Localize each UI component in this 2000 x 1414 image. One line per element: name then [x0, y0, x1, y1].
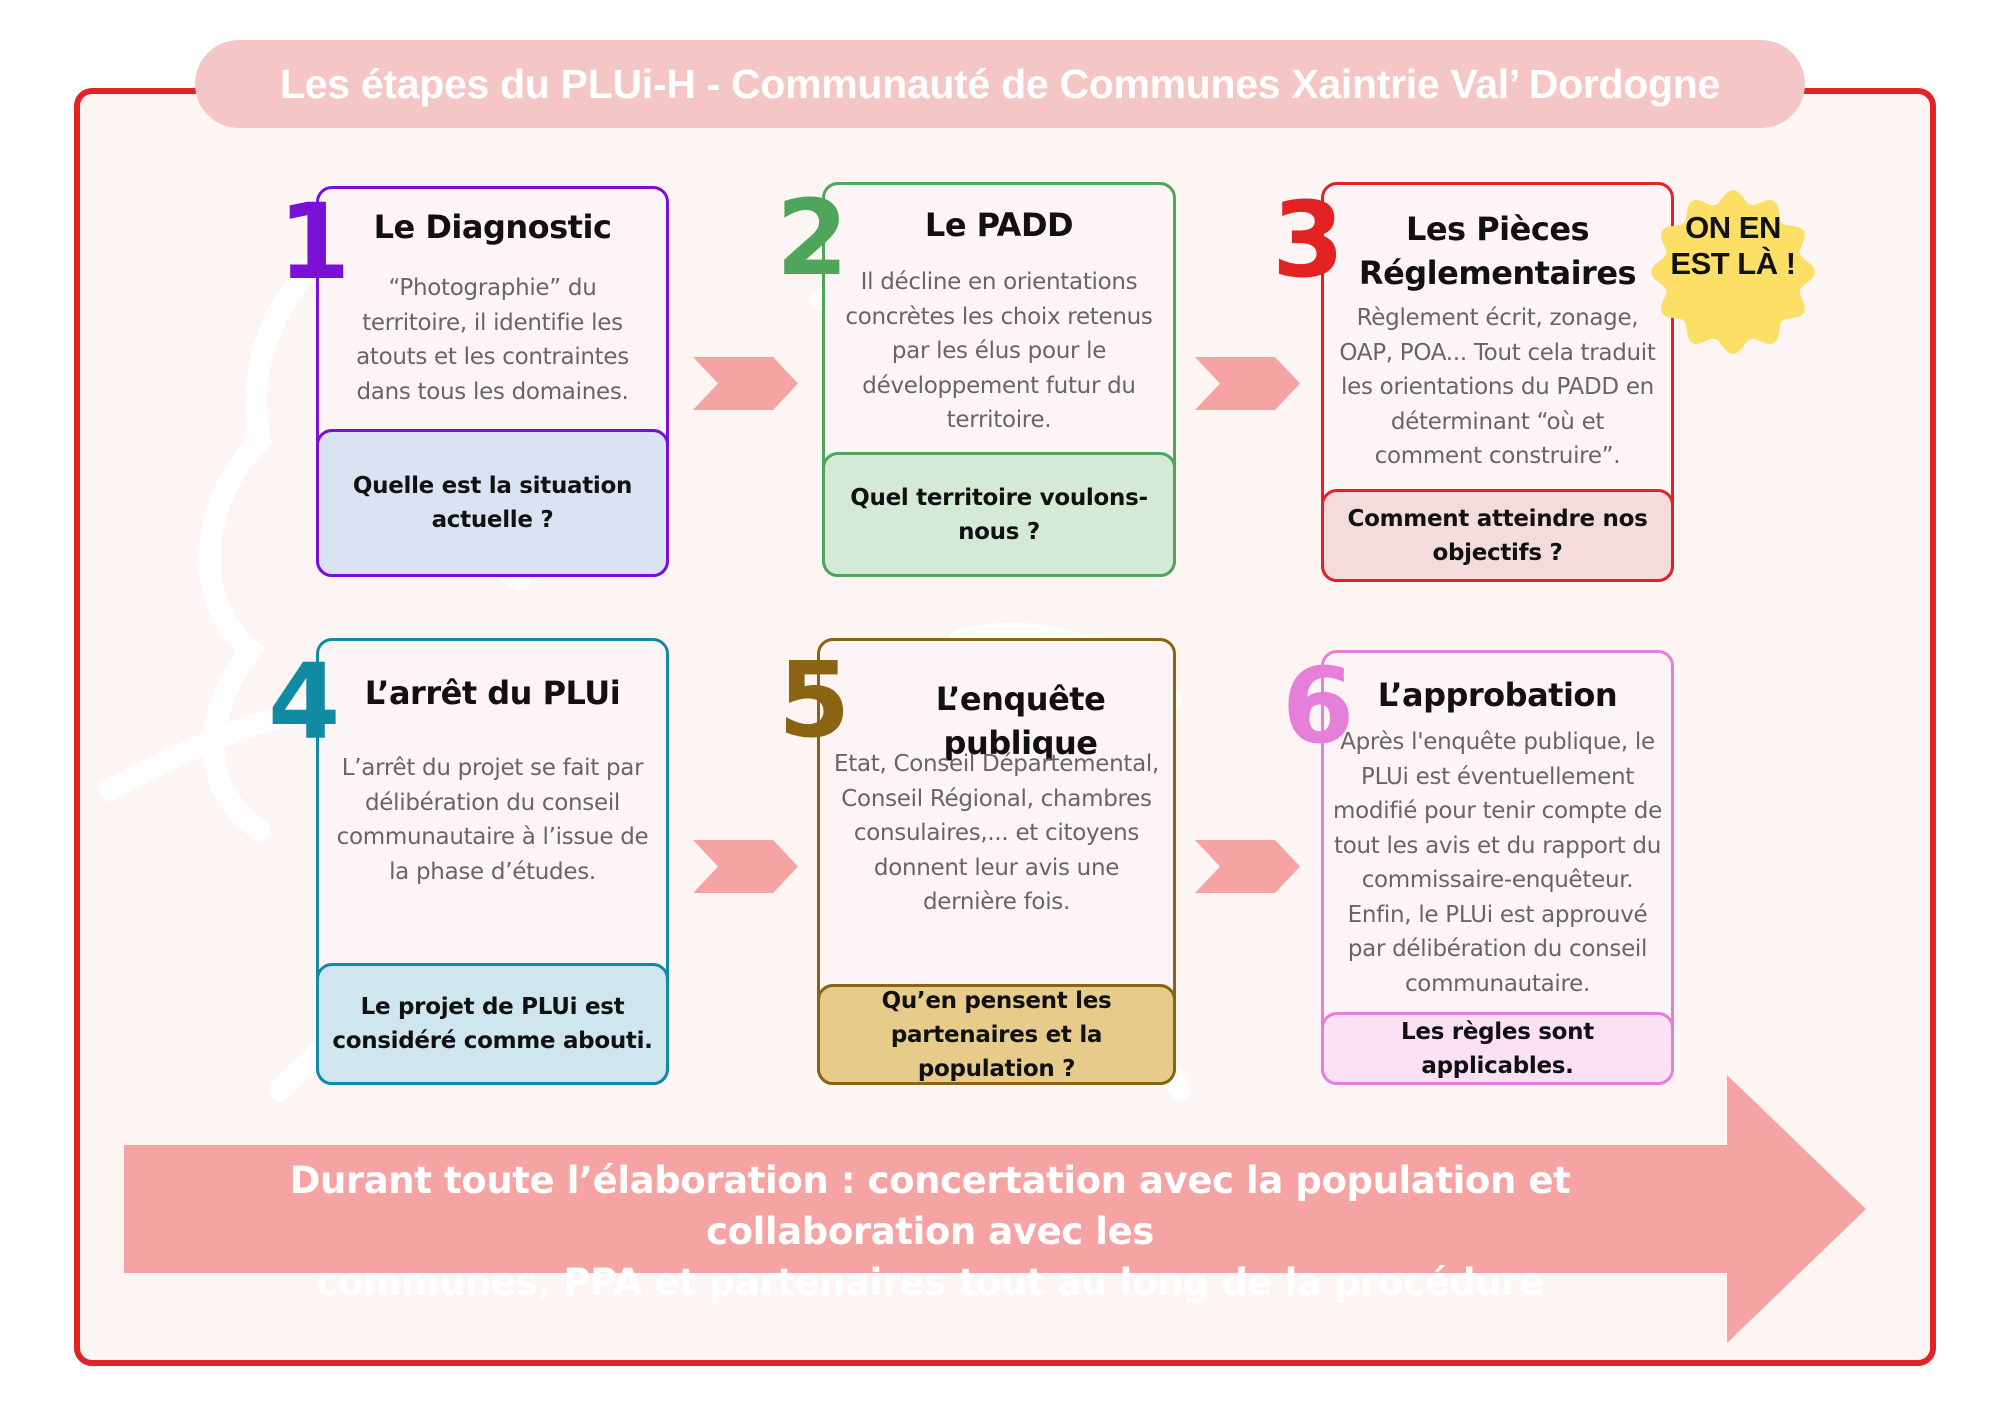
step-question: Comment atteindre nos objectifs ?	[1321, 489, 1674, 582]
step-number-6: 6	[1282, 645, 1355, 767]
step-title: Le PADD	[924, 206, 1074, 244]
page-title: Les étapes du PLUi-H - Communauté de Com…	[280, 60, 1720, 107]
badge-text: ON EN EST LÀ !	[1643, 210, 1823, 282]
step-card-3: Les Pièces Réglementaires Règlement écri…	[1321, 182, 1674, 582]
step-number-1: 1	[278, 181, 351, 303]
step-number-4: 4	[268, 641, 341, 763]
step-card-1: Le Diagnostic “Photographie” du territoi…	[316, 186, 669, 577]
badge-shape	[1651, 190, 1815, 354]
chevron-arrow-icon	[1195, 840, 1300, 893]
step-title: L’enquête publique	[935, 680, 1106, 762]
step-number-5: 5	[778, 639, 851, 761]
step-description: “Photographie” du territoire, il identif…	[356, 275, 629, 405]
step-question: Qu’en pensent les partenaires et la popu…	[817, 984, 1176, 1085]
current-step-badge	[1651, 190, 1815, 354]
process-arrow-line-1: Durant toute l’élaboration : concertatio…	[289, 1159, 1571, 1253]
step-number-3: 3	[1272, 179, 1345, 301]
step-description: Il décline en orientations concrètes les…	[845, 269, 1153, 433]
step-title: L’arrêt du PLUi	[364, 674, 621, 712]
step-description: Etat, Conseil Départemental, Conseil Rég…	[834, 751, 1159, 915]
chevron-arrow-icon	[1195, 357, 1300, 410]
process-arrow-icon	[124, 1075, 1866, 1343]
step-question: Quelle est la situation actuelle ?	[316, 429, 669, 577]
badge-line-1: ON EN	[1685, 210, 1781, 245]
process-arrow-text: Durant toute l’élaboration : concertatio…	[150, 1155, 1710, 1308]
chevron-arrow-icon	[693, 840, 798, 893]
chevron-arrow-icon	[693, 357, 798, 410]
step-description: Règlement écrit, zonage, OAP, POA... Tou…	[1339, 305, 1656, 469]
title-banner: Les étapes du PLUi-H - Communauté de Com…	[195, 40, 1805, 128]
step-title: L’approbation	[1377, 676, 1618, 714]
step-card-5: L’enquête publique Etat, Conseil Départe…	[817, 638, 1176, 1085]
step-description: L’arrêt du projet se fait par délibérati…	[336, 755, 649, 885]
step-card-4: L’arrêt du PLUi L’arrêt du projet se fai…	[316, 638, 669, 1085]
step-question: Le projet de PLUi est considéré comme ab…	[316, 963, 669, 1085]
step-card-2: Le PADD Il décline en orientations concr…	[822, 182, 1176, 577]
process-arrow-line-2: communes, PPA et partenaires tout au lon…	[316, 1261, 1544, 1304]
step-title: Les Pièces Réglementaires	[1358, 210, 1637, 292]
badge-line-2: EST LÀ !	[1670, 246, 1796, 281]
step-description: Après l'enquête publique, le PLUi est év…	[1333, 729, 1662, 997]
step-title: Le Diagnostic	[373, 208, 612, 246]
step-question: Quel territoire voulons-nous ?	[822, 452, 1176, 577]
step-question: Les règles sont applicables.	[1321, 1012, 1674, 1085]
step-card-6: L’approbation Après l'enquête publique, …	[1321, 650, 1674, 1085]
step-number-2: 2	[776, 177, 849, 299]
